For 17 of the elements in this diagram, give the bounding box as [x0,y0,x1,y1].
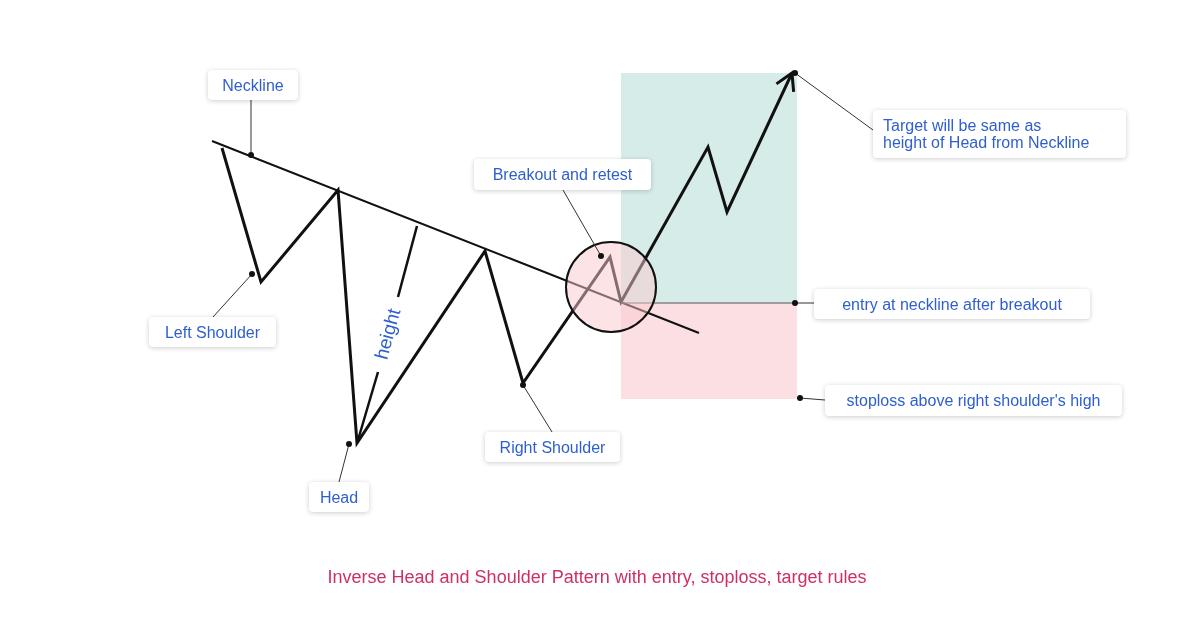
callout: Left Shoulder [149,317,276,347]
callout: Head [309,482,369,512]
leader-line [520,382,553,433]
leader-line [212,271,255,318]
callout: Neckline [208,70,298,100]
leader-line [562,189,604,259]
caption: Inverse Head and Shoulder Pattern with entry, stoploss, target rules [327,566,867,588]
callout: Right Shoulder [485,432,620,462]
callout: entry at neckline after breakout [814,289,1090,319]
leader-line [792,300,815,306]
leader-line [797,395,826,401]
leader-line [792,70,874,131]
leader-line [338,441,352,483]
leader-line [248,99,254,158]
callout: stoploss above right shoulder's high [825,385,1122,416]
dimension-label: height [371,306,405,362]
callout: Target will be same as height of Head from Neckline [873,110,1126,158]
